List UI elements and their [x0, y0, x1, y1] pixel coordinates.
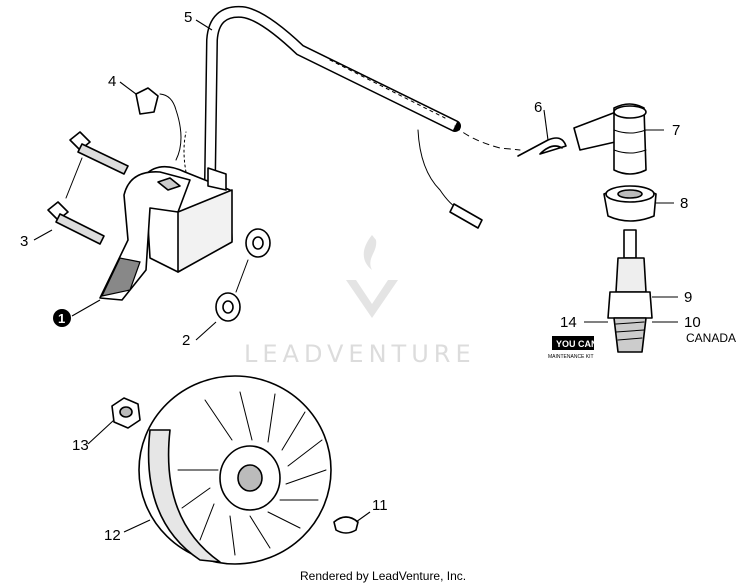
leader-lines	[33, 19, 678, 533]
callout-3: 3	[20, 233, 28, 250]
youcan-kit-logo: YOU CAN MAINTENANCE KIT	[548, 336, 598, 360]
ignition-wire	[204, 5, 521, 229]
callout-2: 2	[182, 332, 190, 349]
grommet	[603, 185, 657, 222]
callout-5: 5	[184, 9, 192, 26]
callout-10: 10	[684, 314, 701, 331]
spark-plug	[607, 229, 653, 353]
mounting-screws	[47, 131, 129, 245]
flywheel-nut	[111, 397, 141, 429]
callout-9: 9	[684, 289, 692, 306]
callout-8: 8	[680, 195, 688, 212]
callout-1-marker	[53, 309, 71, 327]
svg-text:YOU CAN: YOU CAN	[556, 339, 598, 349]
callout-1: 1	[58, 311, 65, 326]
watermark: LEADVENTURE	[244, 235, 476, 368]
terminal-part	[135, 87, 159, 115]
callout-4: 4	[108, 73, 116, 90]
svg-text:MAINTENANCE KIT: MAINTENANCE KIT	[548, 354, 594, 360]
callout-14: 14	[560, 314, 577, 331]
spring-clip	[517, 137, 567, 157]
flywheel-key	[333, 516, 359, 534]
callouts: 1 2 3 4 5 6 7 8 9 10 CANADA 11 12 13 14	[20, 9, 736, 544]
callout-11: 11	[372, 497, 388, 514]
flywheel	[138, 375, 332, 565]
callout-6: 6	[534, 99, 542, 116]
spark-plug-boot	[573, 103, 647, 175]
spacers	[215, 228, 271, 322]
callout-12: 12	[104, 527, 121, 544]
callout-7: 7	[672, 122, 680, 139]
ignition-module	[99, 93, 233, 301]
footer-credit: Rendered by LeadVenture, Inc.	[300, 569, 466, 583]
callout-13: 13	[72, 437, 89, 454]
region-note: CANADA	[686, 331, 736, 345]
watermark-text: LEADVENTURE	[244, 340, 476, 368]
